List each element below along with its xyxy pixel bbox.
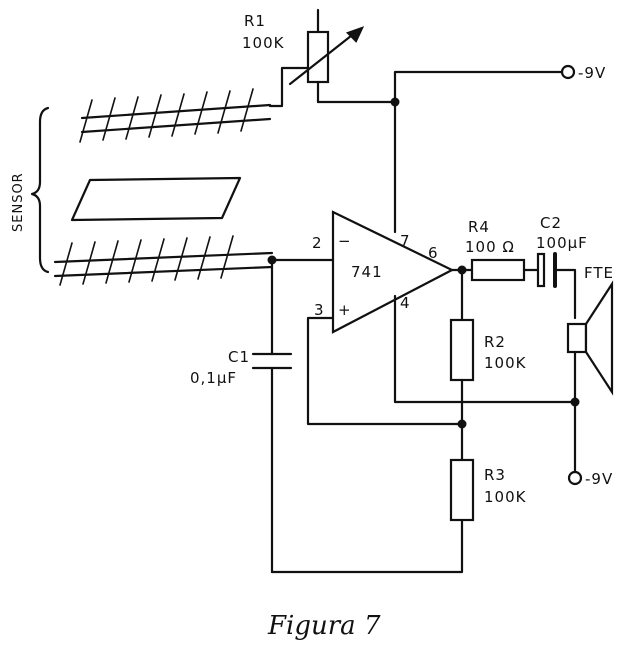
wire-top-rail: [393, 70, 564, 234]
terminal-top: [560, 64, 576, 80]
r3-value: 100K: [484, 488, 527, 506]
r2-resistor: R2 100K: [449, 268, 527, 462]
r3-resistor: R3 100K: [449, 458, 527, 522]
figure-caption: Figura 7: [267, 611, 381, 641]
sensor-top-electrode: [79, 88, 272, 143]
r2-value: 100K: [484, 354, 527, 372]
r1-value: 100K: [242, 34, 285, 52]
pin-3: 3: [314, 301, 325, 319]
supply-bottom-label: -9V: [585, 470, 613, 488]
supply-top-label: -9V: [578, 64, 606, 82]
wire-sensor-r1: [268, 66, 310, 108]
r1-potentiometer: R1 100K: [242, 8, 397, 104]
speaker: FTE: [566, 264, 614, 396]
opamp-minus-sign: −: [338, 232, 352, 250]
wire-noninv-feedback: [306, 316, 464, 426]
sensor-bottom-electrode: [53, 235, 274, 286]
r2-label: R2: [484, 333, 506, 351]
c1-capacitor: C1 0,1μF: [190, 258, 293, 574]
pin-4: 4: [400, 294, 411, 312]
c1-label: C1: [228, 348, 250, 366]
r4-value: 100 Ω: [465, 238, 515, 256]
speaker-label: FTE: [584, 264, 614, 282]
terminal-bottom: [567, 470, 583, 486]
wire-bottom: [270, 518, 464, 574]
c2-label: C2: [540, 214, 562, 232]
wire-pin4: [393, 294, 577, 404]
c2-capacitor: C2 100μF: [536, 214, 588, 320]
sensor: SENSOR: [11, 88, 274, 286]
sensor-label: SENSOR: [11, 172, 26, 232]
opamp-plus-sign: +: [338, 301, 352, 319]
opamp-model: 741: [351, 263, 383, 281]
opamp-741: 741 − + 2 3 7 4 6: [312, 210, 455, 334]
sensor-brace: [30, 106, 50, 274]
r1-arrow-icon: [288, 30, 358, 86]
r1-label: R1: [244, 12, 266, 30]
pin-2: 2: [312, 234, 323, 252]
c2-value: 100μF: [536, 234, 588, 252]
pin-6: 6: [428, 244, 439, 262]
sensor-plate: [70, 176, 242, 222]
c1-value: 0,1μF: [190, 369, 237, 387]
pin-7: 7: [400, 232, 411, 250]
r3-label: R3: [484, 466, 506, 484]
r4-label: R4: [468, 218, 490, 236]
junction-r2-r3: [457, 419, 467, 429]
junction-top: [390, 97, 400, 107]
r4-resistor: R4 100 Ω: [465, 218, 540, 282]
junction-speaker: [570, 397, 580, 407]
